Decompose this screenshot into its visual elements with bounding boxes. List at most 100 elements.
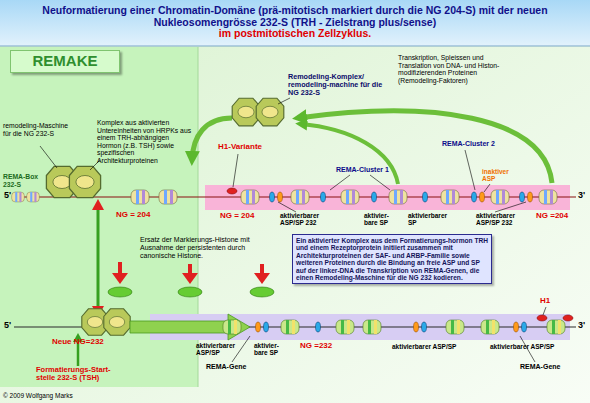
canonical-histone xyxy=(250,287,274,297)
nucleosome xyxy=(281,320,299,334)
leader-line xyxy=(278,98,290,104)
leader-line xyxy=(370,175,390,190)
leader-line xyxy=(543,307,546,315)
title-rule xyxy=(0,46,590,47)
strand-end: 5' xyxy=(4,190,11,200)
sp-site xyxy=(270,192,275,202)
nucleosome xyxy=(341,190,359,204)
asp-site xyxy=(414,322,419,332)
nucleosome xyxy=(481,320,499,334)
site-label: aktivier-bare SP xyxy=(364,212,394,227)
nucleosome xyxy=(336,320,354,334)
leader-line xyxy=(495,202,526,212)
asp-site xyxy=(528,192,533,202)
sp-site xyxy=(264,322,269,332)
annotation: Ersatz der Markierungs-Histone mit Ausna… xyxy=(140,236,280,259)
variant-label: H1-Variante xyxy=(218,143,262,152)
nucleosome xyxy=(539,190,557,204)
subtitle: im postmitotischen Zellzyklus. xyxy=(25,28,565,40)
asp-site xyxy=(278,192,283,202)
nucleosome xyxy=(389,190,407,204)
site-label: aktivierbarer ASP/SP 232 xyxy=(476,212,530,227)
asp-site xyxy=(256,322,261,332)
diagram-title: Neuformatierung einer Chromatin-Domäne (… xyxy=(25,4,565,28)
leader-line xyxy=(330,175,350,190)
nucleosome xyxy=(363,320,381,334)
site-label: aktivierbarer ASP/SP xyxy=(196,342,246,357)
annotation: Komplex aus aktivierten Untereinheiten v… xyxy=(97,119,194,165)
h1-histone xyxy=(537,315,547,321)
nucleosome xyxy=(291,190,309,204)
nucleosome xyxy=(241,190,259,204)
annotation: Remodeling-Komplex/ remodeling-machine f… xyxy=(288,73,386,97)
heading-box: REMAKE xyxy=(10,50,120,73)
strand-end: 5' xyxy=(4,320,11,330)
canonical-histone xyxy=(178,287,202,297)
h1-histone xyxy=(563,315,573,321)
site-label: aktivierbarer ASP/SP 232 xyxy=(280,212,334,227)
sp-site xyxy=(472,192,477,202)
nucleosome xyxy=(446,320,464,334)
nucleosome-size: NG = 204 xyxy=(116,211,150,220)
flow-arrow xyxy=(298,111,552,183)
leader-line xyxy=(278,202,296,212)
flow-arrow xyxy=(300,124,398,184)
annotation: Formatierungs-Start-stelle 232-S (TSH) xyxy=(36,366,118,383)
arrow-head xyxy=(112,273,128,284)
leader-line xyxy=(484,184,490,192)
sp-site xyxy=(422,322,427,332)
sp-site xyxy=(316,322,321,332)
cluster-label: REMA-Cluster 1 xyxy=(336,166,389,174)
annotation: Transkription, Spleissen und Translation… xyxy=(398,54,512,84)
strand-end: 3' xyxy=(578,190,585,200)
leader-lines xyxy=(40,98,546,362)
arrow-head xyxy=(254,273,270,284)
h1-histone xyxy=(227,188,237,194)
title-band xyxy=(0,0,590,46)
node-text: REMAKE xyxy=(15,53,115,70)
leader-line xyxy=(233,154,238,187)
histone-label: H1 xyxy=(540,297,550,306)
nucleosome-size: Neue NG=232 xyxy=(52,338,104,347)
cluster-label: REMA-Cluster 2 xyxy=(442,140,495,148)
nucleosome xyxy=(441,190,459,204)
canonical-histone xyxy=(108,287,132,297)
site-label: aktivierbarer ASP/SP xyxy=(392,343,456,350)
node-text: Ein aktivierter Komplex aus dem Formatie… xyxy=(296,237,488,281)
flow-arrow xyxy=(192,118,232,160)
site-label: aktivierbarer SP xyxy=(408,212,452,227)
remodeling-machine xyxy=(104,309,130,335)
formatting-arrow xyxy=(97,208,100,308)
nucleosome xyxy=(223,320,241,334)
gene-label: REMA-Gene xyxy=(206,363,246,371)
nucleosome xyxy=(131,190,149,204)
progress-arrow xyxy=(130,314,250,340)
nucleosome-size: NG = 204 xyxy=(220,212,254,221)
nucleosome xyxy=(547,320,565,334)
gene-label: REMA-Gene xyxy=(520,363,560,371)
leader-line xyxy=(465,150,475,190)
nucleosome-size: NG =204 xyxy=(536,212,568,221)
sp-site xyxy=(321,192,326,202)
arrow-head xyxy=(92,199,104,210)
site-label: aktivier-bare SP xyxy=(254,342,284,357)
remodeling-machine xyxy=(256,98,284,126)
nucleosome xyxy=(12,192,25,202)
explanation-box: Ein aktivierter Komplex aus dem Formatie… xyxy=(292,234,492,284)
leader-line xyxy=(40,146,57,168)
copyright: © 2009 Wolfgang Marks xyxy=(3,392,73,399)
replacement-arrow xyxy=(260,264,264,274)
nucleosome xyxy=(491,190,509,204)
asp-site xyxy=(480,192,485,202)
sp-site xyxy=(522,322,527,332)
box-label: REMA-Box 232-S xyxy=(3,173,47,188)
sp-site xyxy=(520,192,525,202)
remodeling-machine xyxy=(69,166,100,197)
strand-end: 3' xyxy=(578,320,585,330)
nucleosome-size: NG =232 xyxy=(300,342,332,351)
sp-site xyxy=(372,192,377,202)
site-label: aktivierbarer ASP/SP xyxy=(490,343,554,350)
replacement-arrow xyxy=(118,262,122,274)
replacement-arrow xyxy=(188,264,192,274)
